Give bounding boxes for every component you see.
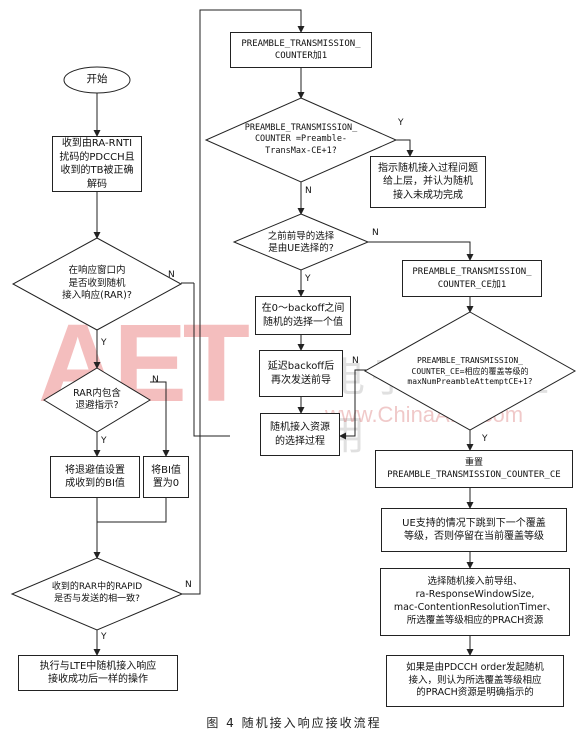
step-delay-resend: 延迟backoff后 再次发送前导	[259, 350, 343, 397]
label-yes-ce: Y	[482, 434, 488, 444]
step-reset-ce: 重置 PREAMBLE_TRANSMISSION_COUNTER_CE	[375, 450, 573, 488]
decision-counter-ce-max	[363, 311, 577, 431]
step-set-zero: 将BI值 置为0	[143, 456, 189, 498]
step-indicate-problem: 指示随机接入过程问题 给上层，并认为随机 接入未成功完成	[370, 156, 486, 208]
decision-ue-selected-text: 之前前导的选择 是由UE选择的?	[267, 230, 335, 254]
step-success: 执行与LTE中随机接入响应 接收成功后一样的操作	[18, 655, 178, 691]
label-no-backoff: N	[152, 375, 159, 385]
step-counter-ce-inc: PREAMBLE_TRANSMISSION_ COUNTER_CE加1	[402, 260, 542, 297]
label-no-rar: N	[168, 270, 175, 280]
step-resource-selection: 随机接入资源 的选择过程	[260, 413, 340, 456]
decision-counter-max	[204, 97, 398, 183]
label-no-ce: N	[352, 356, 359, 366]
decision-rapid-match-text: 收到的RAR中的RAPID 是否与发送的相一致?	[51, 582, 143, 604]
step-set-bi: 将退避值设置 成收到的BI值	[50, 456, 140, 498]
label-yes-backoff: Y	[101, 436, 107, 446]
decision-backoff-indicator	[43, 367, 151, 433]
step-random-backoff: 在0～backoff之间 随机的选择一个值	[255, 296, 351, 335]
step-next-level: UE支持的情况下跳到下一个覆盖 等级，否则停留在当前覆盖等级	[381, 508, 567, 552]
label-no-counter: N	[305, 186, 312, 196]
step-counter-inc: PREAMBLE_TRANSMISSION_ COUNTER加1	[230, 32, 372, 68]
label-yes-rar: Y	[101, 338, 107, 348]
figure-caption: 图 4 随机接入响应接收流程	[206, 716, 382, 730]
start-oval	[63, 66, 131, 94]
step-decode: 收到由RA-RNTI 扰码的PDCCH且 收到的TB被正确解码	[52, 136, 142, 192]
step-pdcch-order: 如果是由PDCCH order发起随机 接入，则认为所选覆盖等级相应 的PRAC…	[386, 655, 564, 707]
start-label: 开始	[86, 73, 108, 86]
label-yes-ue: Y	[305, 274, 311, 284]
label-yes-counter: Y	[398, 118, 404, 128]
decision-ue-selected	[232, 213, 370, 271]
label-yes-rapid: Y	[101, 632, 107, 642]
decision-rar-received	[11, 237, 183, 331]
decision-rar-received-text: 在响应窗口内 是否收到随机 接入响应(RAR)?	[62, 265, 132, 302]
label-no-ue: N	[372, 228, 379, 238]
label-no-rapid: N	[185, 580, 192, 590]
step-select-params: 选择随机接入前导组、 ra-ResponseWindowSize, mac-Co…	[380, 568, 570, 636]
decision-backoff-indicator-text: RAR内包含 退避指示?	[73, 387, 121, 411]
decision-counter-max-text: PREAMBLE_TRANSMISSION_ COUNTER =Preamble…	[244, 123, 358, 156]
decision-counter-ce-max-text: PREAMBLE_TRANSMISSION_ COUNTER_CE=相应的覆盖等…	[407, 356, 533, 387]
decision-rapid-match	[10, 557, 184, 631]
